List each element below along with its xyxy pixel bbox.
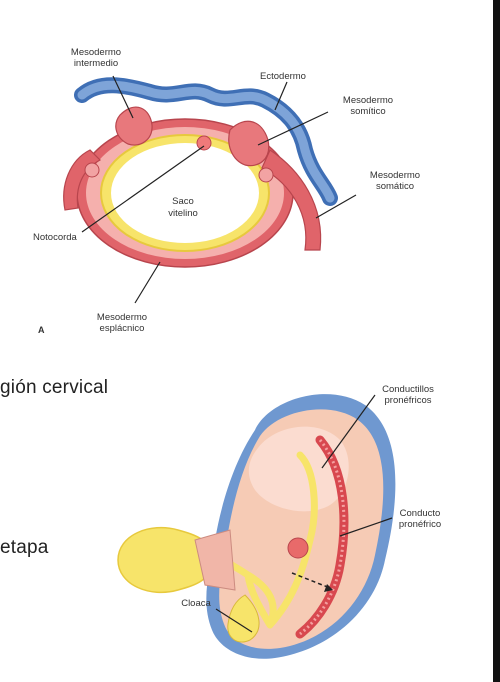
window-edge-bar — [493, 0, 500, 682]
label-somitic-mesoderm-2: somítico — [350, 106, 385, 117]
label-intermediate-mesoderm-1: Mesodermo — [71, 47, 121, 58]
notochord — [196, 135, 212, 151]
label-cloaca: Cloaca — [181, 598, 211, 609]
pronephric-tubules — [299, 439, 346, 636]
somite-right — [228, 120, 270, 167]
yolk-sac-cavity — [111, 143, 259, 243]
label-pronephric-duct-1: Conducto — [400, 508, 441, 519]
figure-b-embryo: Conductillos pronéfricos Conducto pronéf… — [117, 384, 441, 659]
yolk-sac-b — [117, 526, 213, 594]
label-splanchnic-mesoderm-1: Mesodermo — [97, 312, 147, 323]
intermediate-mesoderm-nodule-right — [258, 167, 274, 183]
yolk-stalk — [194, 529, 236, 591]
label-yolk-sac-2: vitelino — [168, 208, 198, 219]
label-somatic-mesoderm-2: somático — [376, 181, 414, 192]
label-splanchnic-mesoderm-2: esplácnico — [100, 323, 145, 334]
somatic-mesoderm-flap — [261, 149, 322, 251]
figure-a-leader-lines — [81, 75, 357, 304]
label-pronephric-duct-2: pronéfrico — [399, 519, 441, 530]
somite-left — [115, 106, 153, 146]
cloaca — [227, 594, 260, 643]
label-notochord: Notocorda — [33, 232, 78, 243]
label-somitic-mesoderm-1: Mesodermo — [343, 95, 393, 106]
figure-a-cross-section: Mesodermo intermedio Ectodermo Mesodermo… — [33, 47, 420, 335]
heart — [287, 537, 309, 559]
body-text-fragment-2: etapa — [0, 537, 49, 558]
label-ectoderm: Ectodermo — [260, 71, 306, 82]
panel-letter-a: A — [38, 325, 45, 335]
ectoderm-band-highlight — [77, 80, 335, 203]
growth-arrow-head — [324, 584, 333, 592]
label-pronephric-tubules-2: pronéfricos — [385, 395, 432, 406]
body-text-fragment-1: gión cervical — [0, 377, 109, 398]
figure-b-leader-lines — [215, 394, 393, 633]
label-somatic-mesoderm-1: Mesodermo — [370, 170, 420, 181]
label-yolk-sac-1: Saco — [172, 196, 194, 207]
label-pronephric-tubules-1: Conductillos — [382, 384, 434, 395]
label-intermediate-mesoderm-2: intermedio — [74, 58, 118, 69]
intermediate-mesoderm-nodule-left — [84, 162, 100, 178]
